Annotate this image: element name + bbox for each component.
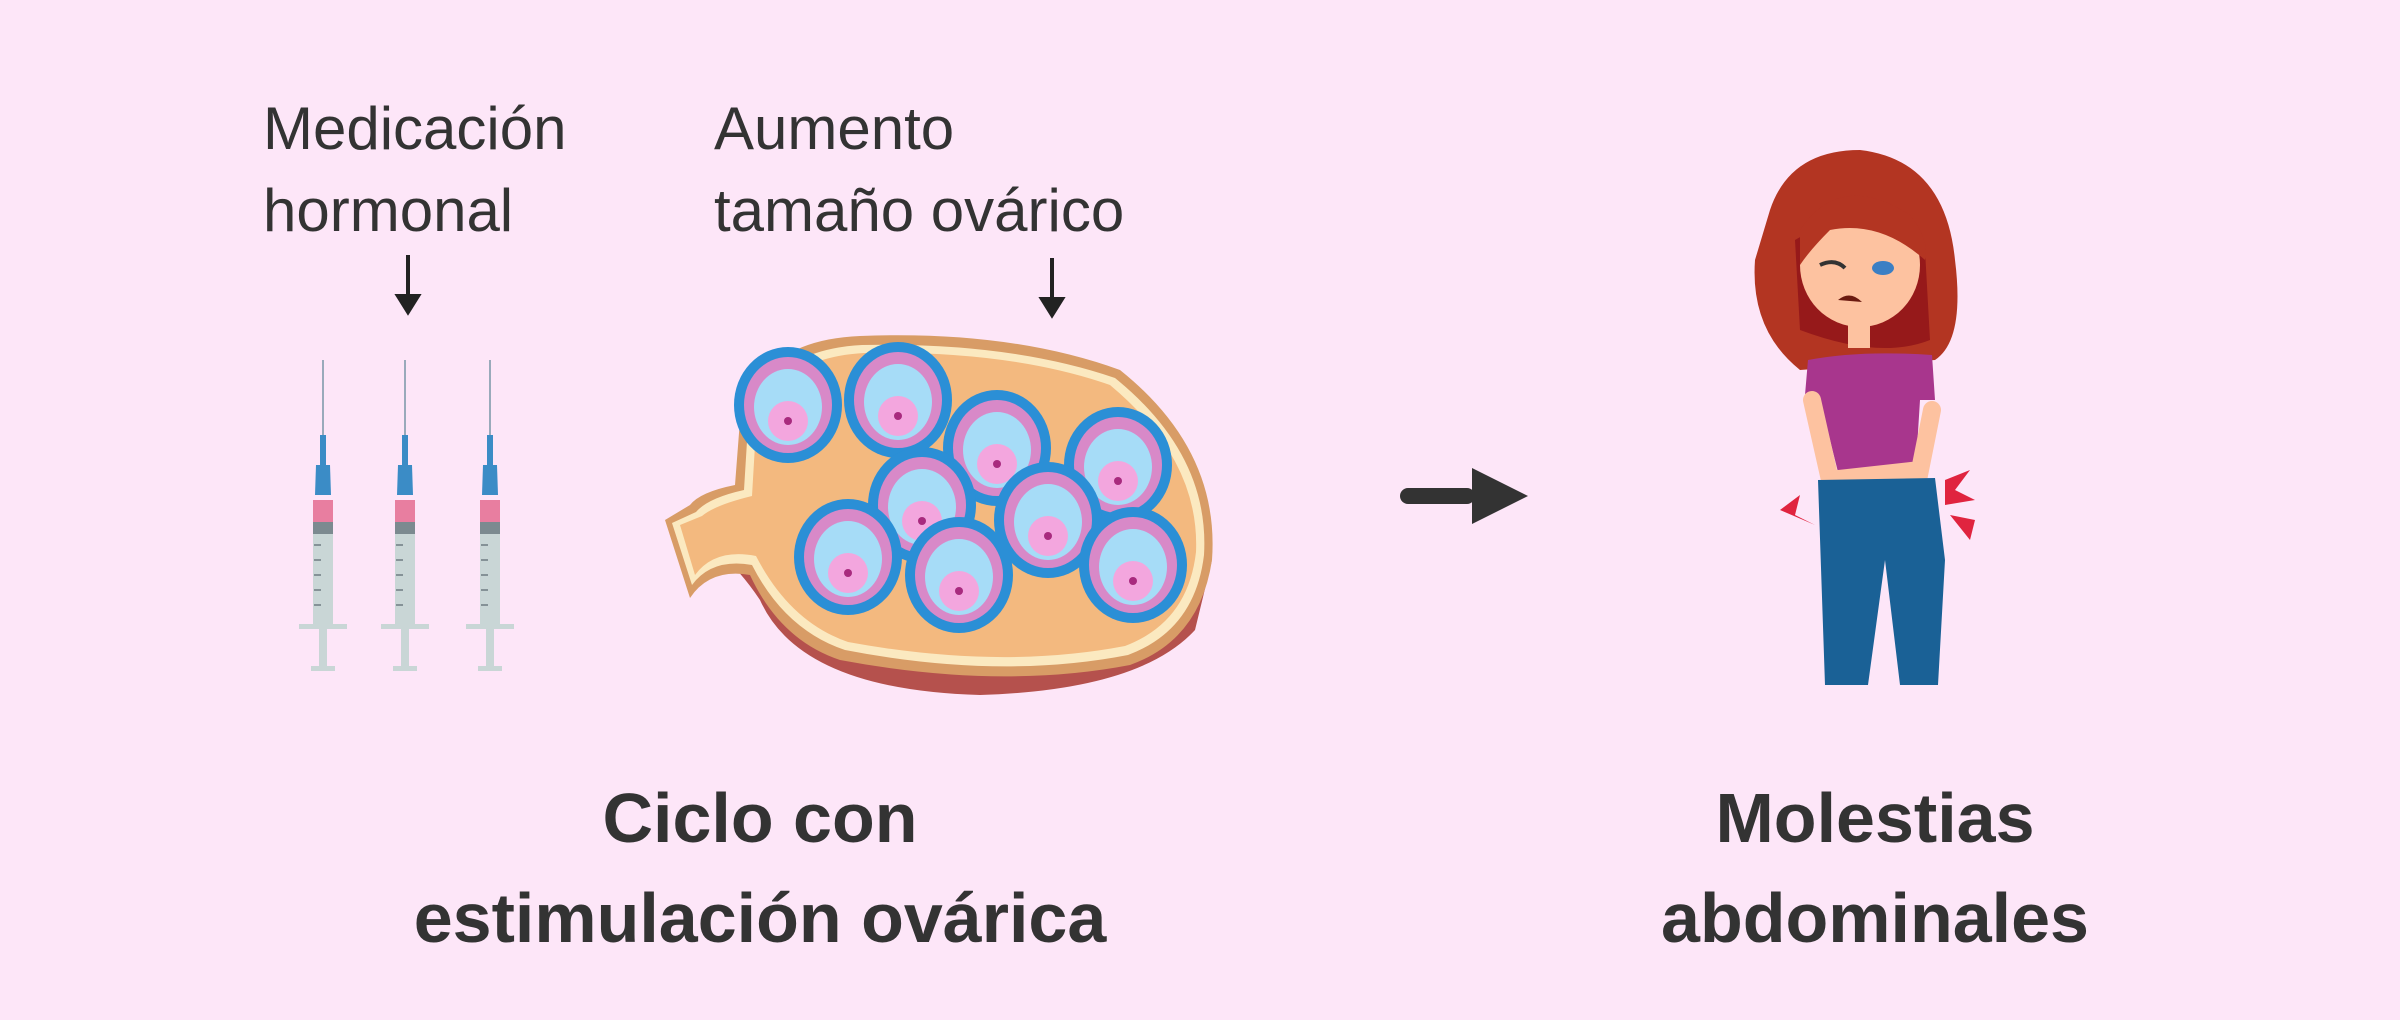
ovary-size-label-line1: Aumento — [714, 95, 955, 162]
syringe-icon — [298, 359, 348, 672]
left-title-line2: estimulación ovárica — [413, 879, 1107, 957]
down-arrow-icon — [394, 255, 422, 316]
ovary-size-label-line2: tamaño ovárico — [714, 177, 1125, 244]
syringe-icon — [380, 359, 430, 672]
ovary-size-label: Aumento tamaño ovárico — [714, 88, 1124, 252]
left-title: Ciclo con estimulación ovárica — [410, 768, 1110, 968]
follicle — [1079, 507, 1187, 623]
right-title: Molestias abdominales — [1575, 768, 2175, 968]
follicle — [734, 347, 842, 463]
medication-label-line2: hormonal — [263, 177, 514, 244]
woman-in-pain-illustration — [1754, 150, 1975, 685]
medication-label: Medicación hormonal — [263, 88, 567, 252]
follicle — [905, 517, 1013, 633]
right-arrow-icon — [1400, 468, 1528, 524]
left-title-line1: Ciclo con — [602, 779, 918, 857]
follicle — [943, 390, 1051, 506]
right-title-line1: Molestias — [1715, 779, 2035, 857]
right-title-line2: abdominales — [1661, 879, 2089, 957]
follicle — [1064, 407, 1172, 523]
syringe-icon — [465, 359, 515, 672]
follicle — [844, 342, 952, 458]
follicle — [994, 462, 1102, 578]
follicle — [794, 499, 902, 615]
medication-label-line1: Medicación — [263, 95, 567, 162]
down-arrow-icon — [1038, 258, 1066, 319]
